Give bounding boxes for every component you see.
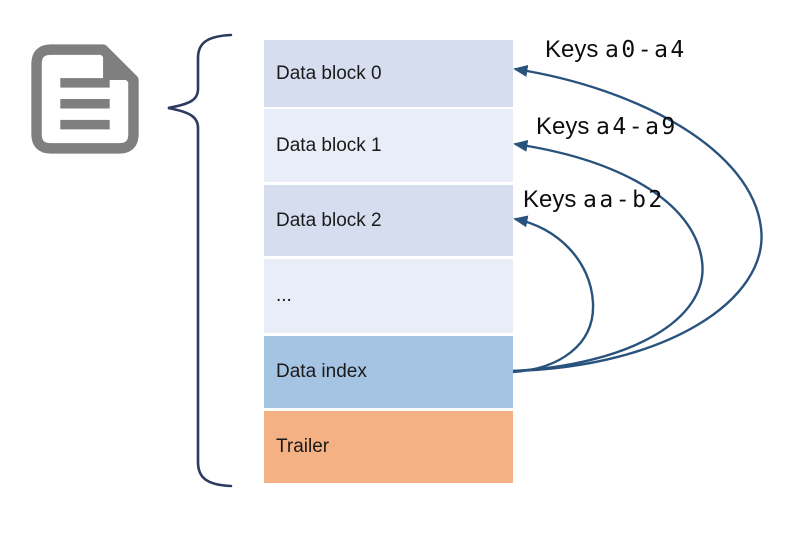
block-trailer: Trailer (264, 411, 513, 483)
block-label: Trailer (276, 436, 330, 457)
arrow-index-to-block1 (512, 139, 704, 373)
document-text-line (60, 119, 110, 130)
left-brace (167, 33, 233, 488)
key-range-label-a0-a4: Keys a0-a4 (545, 36, 687, 64)
key-range-prefix: Keys (545, 36, 599, 63)
key-range-prefix: Keys (523, 186, 577, 213)
block-data-block-0: Data block 0 (264, 40, 513, 107)
document-icon (28, 40, 142, 158)
block-label: Data index (276, 361, 367, 382)
block-label: Data block 2 (276, 209, 382, 231)
block-label: ... (276, 285, 292, 306)
key-range-value: a4-a9 (596, 114, 678, 140)
key-range-label-aa-b2: Keys aa-b2 (523, 186, 665, 214)
block-label: Data block 0 (276, 62, 382, 84)
document-text-line (60, 99, 110, 109)
document-text-line (60, 78, 110, 88)
key-range-label-a4-a9: Keys a4-a9 (536, 113, 678, 141)
key-range-value: aa-b2 (583, 187, 665, 213)
block-data-block-1: Data block 1 (264, 109, 513, 182)
document-fold-corner (103, 49, 134, 80)
block-ellipsis: ... (264, 259, 513, 333)
block-data-index: Data index (264, 336, 513, 408)
block-data-block-2: Data block 2 (264, 185, 513, 256)
arrow-index-to-block2 (512, 215, 595, 374)
key-range-value: a0-a4 (605, 37, 687, 63)
key-range-prefix: Keys (536, 113, 590, 140)
block-label: Data block 1 (276, 134, 382, 156)
